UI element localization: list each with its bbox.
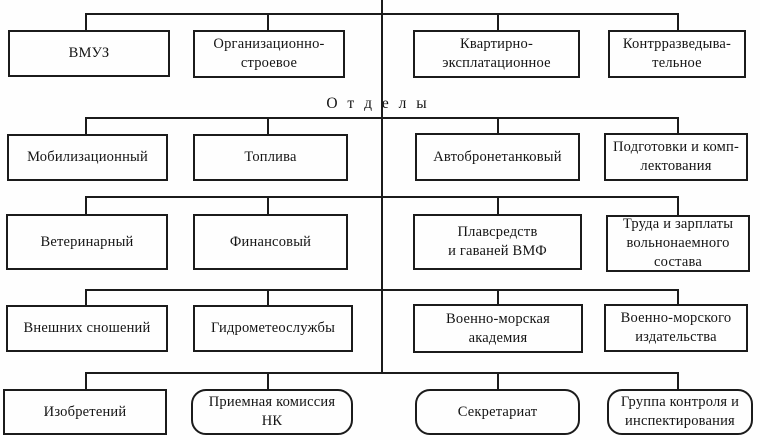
dept-box-finansovy: Финансовый [193, 214, 348, 270]
drop-line [497, 13, 499, 31]
tier5-connector-line [85, 372, 679, 374]
dept-box-veterinarny: Ветеринарный [6, 214, 168, 270]
dept-box-plavsredstv: Плавсредств и гаваней ВМФ [413, 214, 582, 270]
dept-box-kontrrazvedka: Контрразведыва- тельное [608, 30, 746, 78]
drop-line [677, 13, 679, 31]
drop-line [677, 196, 679, 215]
drop-line [677, 117, 679, 135]
dept-box-label: Ветеринарный [40, 233, 134, 250]
dept-box-label: Секретариат [457, 403, 538, 420]
dept-box-label: Военно-морская академия [446, 310, 550, 346]
dept-box-vmuz: ВМУЗ [8, 30, 170, 77]
tier3-connector-line [85, 196, 679, 198]
otdely-heading: О т д е л ы [326, 95, 430, 112]
dept-box-vm-akademia: Военно-морская академия [413, 304, 583, 353]
dept-box-priemnaya-komissia: Приемная комиссия НК [191, 389, 353, 435]
dept-box-vm-izdatelstvo: Военно-морского издательства [604, 304, 748, 352]
drop-line [267, 289, 269, 306]
tier2-connector-line [85, 117, 679, 119]
dept-box-label: Квартирно- эксплатационное [442, 36, 551, 71]
drop-line [267, 117, 269, 135]
drop-line [497, 289, 499, 306]
tier4-connector-line [85, 289, 679, 291]
tier1-connector-line [85, 13, 679, 15]
dept-box-sekretariat: Секретариат [415, 389, 580, 435]
dept-box-label: Топлива [244, 149, 297, 166]
dept-box-label: ВМУЗ [68, 45, 110, 62]
drop-line [677, 289, 679, 306]
drop-line [85, 196, 87, 215]
drop-line [497, 196, 499, 215]
dept-box-label: Плавсредств и гаваней ВМФ [448, 224, 547, 259]
drop-line [497, 372, 499, 390]
dept-box-label: Организационно- строевое [213, 36, 325, 71]
drop-line [267, 13, 269, 31]
dept-box-izobreteniy: Изобретений [3, 389, 167, 435]
dept-box-label: Внешних сношений [23, 320, 151, 337]
drop-line [267, 372, 269, 390]
drop-line [85, 289, 87, 306]
dept-box-label: Подготовки и комп- лектования [612, 139, 740, 174]
drop-line [497, 117, 499, 135]
dept-box-label: Контрразведыва- тельное [622, 36, 732, 71]
dept-box-avtobronetankovy: Автобронетанковый [415, 133, 580, 181]
dept-box-label: Военно-морского издательства [620, 310, 732, 345]
dept-box-org-stroevoe: Организационно- строевое [193, 30, 345, 78]
dept-box-label: Гидрометеослужбы [210, 320, 336, 337]
dept-box-label: Группа контроля и инспектирования [620, 394, 740, 429]
dept-box-vneshnih-snosheniy: Внешних сношений [6, 305, 168, 352]
dept-box-kvartirno: Квартирно- эксплатационное [413, 30, 580, 78]
drop-line [85, 372, 87, 390]
drop-line [85, 13, 87, 31]
drop-line [677, 372, 679, 390]
dept-box-gidrometeo: Гидрометеослужбы [193, 305, 353, 352]
drop-line [85, 117, 87, 135]
dept-box-label: Труда и зарплаты вольнонаемного состава [622, 216, 734, 270]
central-trunk-line [381, 0, 383, 374]
dept-box-mobilizacionny: Мобилизационный [7, 134, 168, 181]
dept-box-label: Финансовый [229, 233, 312, 250]
dept-box-podgotovki: Подготовки и комп- лектования [604, 133, 748, 181]
dept-box-topliva: Топлива [193, 134, 348, 181]
dept-box-label: Приемная комиссия НК [208, 394, 336, 429]
dept-box-label: Мобилизационный [27, 149, 148, 166]
dept-box-label: Изобретений [43, 403, 127, 420]
dept-box-gruppa-kontrolya: Группа контроля и инспектирования [607, 389, 753, 435]
dept-box-label: Автобронетанковый [433, 148, 562, 165]
dept-box-truda-zarplaty: Труда и зарплаты вольнонаемного состава [606, 215, 750, 272]
drop-line [267, 196, 269, 215]
